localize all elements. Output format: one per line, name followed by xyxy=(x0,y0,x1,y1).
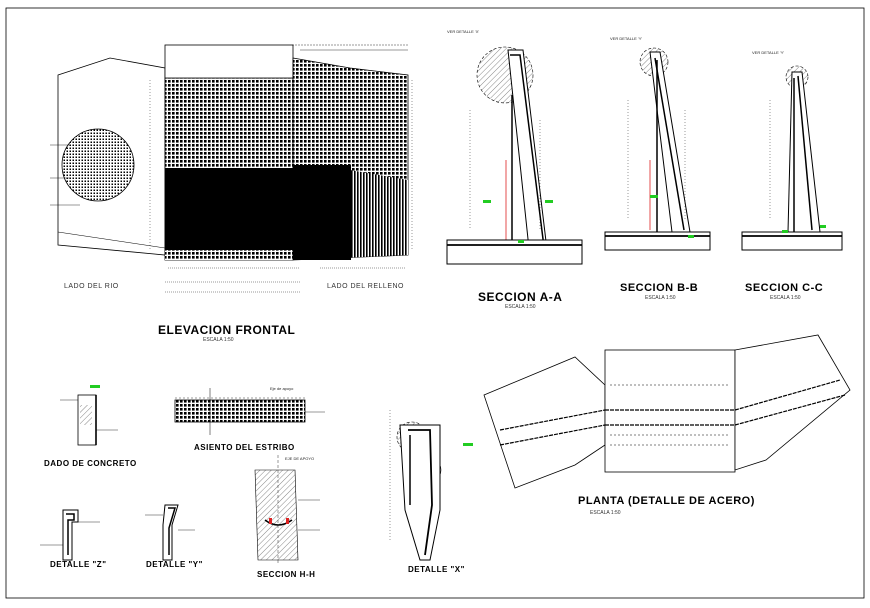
callout-ver-detalle-y: VER DETALLE 'Y' xyxy=(610,36,643,41)
title-elevacion-frontal: ELEVACION FRONTAL xyxy=(158,323,296,337)
scale-seccion-bb: ESCALA 1:50 xyxy=(645,295,676,301)
asiento-estribo-drawing xyxy=(174,388,325,435)
callout-eje-apoyo: Eje de apoyo xyxy=(270,386,294,391)
title-seccion-cc: SECCION C-C xyxy=(745,282,824,294)
circular-mesh xyxy=(61,128,135,202)
scale-planta: ESCALA 1:50 xyxy=(590,510,621,516)
callout-ver-detalle-x: VER DETALLE 'X' xyxy=(447,29,480,34)
planta-drawing xyxy=(483,334,851,489)
detalle-x-drawing xyxy=(389,410,473,561)
title-dado-concreto: DADO DE CONCRETO xyxy=(44,459,137,468)
title-seccion-bb: SECCION B-B xyxy=(620,282,699,294)
title-detalle-z: DETALLE "Z" xyxy=(50,560,107,569)
seccion-bb-drawing xyxy=(604,47,711,251)
title-detalle-y: DETALLE "Y" xyxy=(146,560,203,569)
dado-concreto-drawing xyxy=(60,385,118,446)
scale-elevacion: ESCALA 1:50 xyxy=(203,337,234,343)
label-lado-rio: LADO DEL RIO xyxy=(64,283,119,290)
callout-eje-apoyo-hh: EJE DE APOYO xyxy=(285,456,315,461)
elevacion-frontal-drawing xyxy=(50,44,413,293)
title-detalle-x: DETALLE "X" xyxy=(408,565,465,574)
label-lado-relleno: LADO DEL RELLENO xyxy=(327,283,404,290)
detalle-z-drawing xyxy=(40,509,100,561)
scale-seccion-cc: ESCALA 1:50 xyxy=(770,295,801,301)
title-seccion-hh: SECCION H-H xyxy=(257,570,316,579)
title-seccion-aa: SECCION A-A xyxy=(478,290,563,304)
title-asiento-estribo: ASIENTO DEL ESTRIBO xyxy=(194,443,295,452)
callout-ver-detalle-y-2: VER DETALLE 'Y' xyxy=(752,50,785,55)
title-planta: PLANTA (DETALLE DE ACERO) xyxy=(578,495,755,507)
detalle-y-drawing xyxy=(145,504,195,561)
seccion-hh-drawing xyxy=(254,455,320,565)
scale-seccion-aa: ESCALA 1:50 xyxy=(505,304,536,310)
sheet-border xyxy=(5,7,865,599)
seccion-cc-drawing xyxy=(741,65,843,251)
seccion-aa-drawing xyxy=(446,46,583,265)
